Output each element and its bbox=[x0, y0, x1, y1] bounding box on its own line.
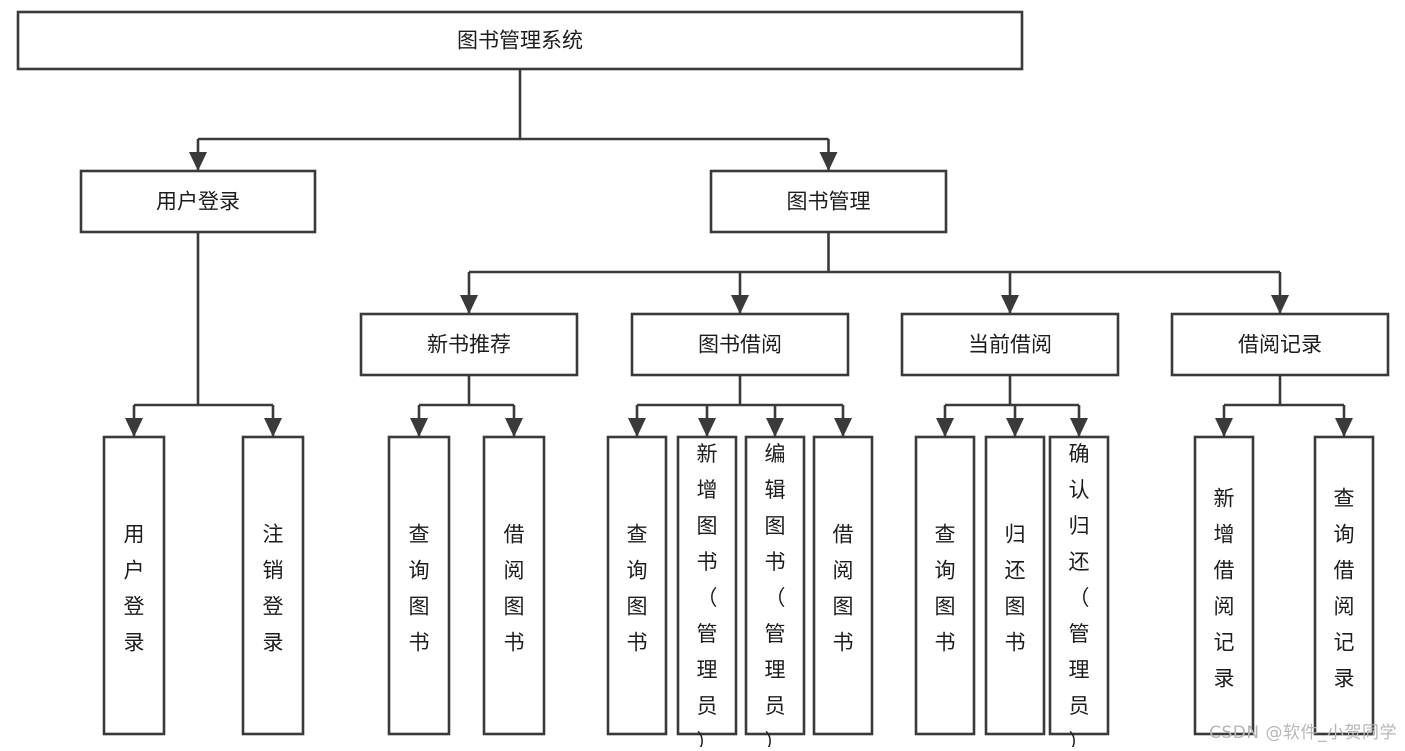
node-book-borrow-box bbox=[630, 312, 850, 377]
node-leaf-query-book-3-box bbox=[914, 435, 976, 736]
book-borrow-leaf-branch-arrow-3 bbox=[834, 418, 852, 437]
node-borrow-record-label: 借阅记录 bbox=[1238, 333, 1322, 357]
node-new-book-recommend[interactable]: 新书推荐 bbox=[359, 312, 579, 377]
node-leaf-borrow-book-2-box bbox=[812, 435, 874, 736]
node-leaf-edit-book-box bbox=[744, 435, 806, 736]
node-leaf-query-book-3[interactable]: 查询图书 bbox=[914, 435, 976, 736]
root-branch-arrow-0 bbox=[189, 152, 207, 171]
node-leaf-add-book[interactable]: 新增图书（管理员） bbox=[676, 435, 738, 751]
node-user-login-label: 用户登录 bbox=[156, 190, 240, 214]
node-leaf-add-record-box bbox=[1193, 435, 1255, 736]
node-book-manage-box bbox=[709, 169, 948, 234]
node-leaf-logout[interactable]: 注销登录 bbox=[241, 435, 305, 736]
node-leaf-return-book-label: 归还图书 bbox=[1005, 523, 1026, 655]
node-leaf-user-login-box bbox=[102, 435, 166, 736]
node-leaf-edit-book-label: 编辑图书（管理员） bbox=[765, 442, 786, 747]
node-leaf-query-book-2-label: 查询图书 bbox=[627, 523, 648, 655]
book-borrow-leaf-branch-arrow-1 bbox=[698, 418, 716, 437]
node-book-borrow[interactable]: 图书借阅 bbox=[630, 312, 850, 377]
node-leaf-return-book-box bbox=[984, 435, 1046, 736]
node-user-login-box bbox=[79, 169, 317, 234]
node-leaf-confirm-return-label: 确认归还（管理员） bbox=[1069, 442, 1090, 747]
current-borrow-leaf-branch-arrow-2 bbox=[1070, 418, 1088, 437]
node-borrow-record-box bbox=[1170, 312, 1390, 377]
node-new-book-recommend-box bbox=[359, 312, 579, 377]
book-manage-branch-arrow-2 bbox=[1001, 295, 1019, 314]
nodes-layer: 图书管理系统用户登录图书管理新书推荐图书借阅当前借阅借阅记录用户登录注销登录查询… bbox=[16, 10, 1390, 751]
node-book-borrow-label: 图书借阅 bbox=[698, 333, 782, 357]
node-leaf-logout-box bbox=[241, 435, 305, 736]
node-leaf-borrow-book-2[interactable]: 借阅图书 bbox=[812, 435, 874, 736]
node-leaf-add-book-label: 新增图书（管理员） bbox=[697, 442, 718, 747]
node-leaf-confirm-return[interactable]: 确认归还（管理员） bbox=[1048, 435, 1110, 751]
borrow-record-leaf-branch-arrow-1 bbox=[1335, 418, 1353, 437]
node-leaf-user-login-label: 用户登录 bbox=[124, 523, 145, 655]
node-leaf-borrow-book-1[interactable]: 借阅图书 bbox=[482, 435, 546, 736]
node-leaf-add-record-label: 新增借阅记录 bbox=[1214, 487, 1235, 691]
node-leaf-return-book[interactable]: 归还图书 bbox=[984, 435, 1046, 736]
book-manage-branch-arrow-0 bbox=[460, 295, 478, 314]
node-leaf-query-record-label: 查询借阅记录 bbox=[1334, 487, 1355, 691]
current-borrow-leaf-branch-arrow-0 bbox=[936, 418, 954, 437]
node-user-login[interactable]: 用户登录 bbox=[79, 169, 317, 234]
watermark-label: CSDN @软件_小贺同学 bbox=[1209, 723, 1397, 743]
node-book-manage-label: 图书管理 bbox=[787, 190, 871, 214]
node-root-box bbox=[16, 10, 1024, 71]
borrow-record-leaf-branch-arrow-0 bbox=[1215, 418, 1233, 437]
user-login-leaf-branch-arrow-1 bbox=[264, 418, 282, 437]
node-new-book-recommend-label: 新书推荐 bbox=[427, 333, 511, 357]
node-book-manage[interactable]: 图书管理 bbox=[709, 169, 948, 234]
book-manage-branch-arrow-3 bbox=[1271, 295, 1289, 314]
node-leaf-confirm-return-box bbox=[1048, 435, 1110, 736]
new-book-recommend-leaf-branch-arrow-1 bbox=[505, 418, 523, 437]
root-branch-arrow-1 bbox=[819, 152, 838, 171]
book-borrow-leaf-branch-arrow-0 bbox=[628, 418, 646, 437]
book-manage-branch-arrow-1 bbox=[731, 295, 749, 314]
node-leaf-query-book-3-label: 查询图书 bbox=[935, 523, 956, 655]
node-leaf-borrow-book-1-label: 借阅图书 bbox=[504, 523, 525, 655]
user-login-leaf-branch-arrow-0 bbox=[125, 418, 143, 437]
node-leaf-user-login[interactable]: 用户登录 bbox=[102, 435, 166, 736]
node-leaf-add-record[interactable]: 新增借阅记录 bbox=[1193, 435, 1255, 736]
node-leaf-edit-book[interactable]: 编辑图书（管理员） bbox=[744, 435, 806, 751]
node-leaf-query-book-1-box bbox=[387, 435, 451, 736]
node-borrow-record[interactable]: 借阅记录 bbox=[1170, 312, 1390, 377]
new-book-recommend-leaf-branch-arrow-0 bbox=[410, 418, 428, 437]
node-leaf-logout-label: 注销登录 bbox=[263, 523, 284, 655]
node-current-borrow[interactable]: 当前借阅 bbox=[900, 312, 1120, 377]
node-leaf-borrow-book-2-label: 借阅图书 bbox=[833, 523, 854, 655]
node-root[interactable]: 图书管理系统 bbox=[16, 10, 1024, 71]
current-borrow-leaf-branch-arrow-1 bbox=[1006, 418, 1024, 437]
node-leaf-query-record-box bbox=[1313, 435, 1375, 736]
node-root-label: 图书管理系统 bbox=[457, 29, 583, 53]
node-leaf-query-book-1-label: 查询图书 bbox=[409, 523, 430, 655]
node-leaf-query-book-2[interactable]: 查询图书 bbox=[606, 435, 668, 736]
node-leaf-add-book-box bbox=[676, 435, 738, 736]
node-leaf-borrow-book-1-box bbox=[482, 435, 546, 736]
node-leaf-query-record[interactable]: 查询借阅记录 bbox=[1313, 435, 1375, 736]
book-borrow-leaf-branch-arrow-2 bbox=[766, 418, 784, 437]
node-current-borrow-box bbox=[900, 312, 1120, 377]
connectors-layer bbox=[125, 69, 1353, 437]
node-leaf-query-book-2-box bbox=[606, 435, 668, 736]
node-leaf-query-book-1[interactable]: 查询图书 bbox=[387, 435, 451, 736]
node-current-borrow-label: 当前借阅 bbox=[968, 333, 1052, 357]
